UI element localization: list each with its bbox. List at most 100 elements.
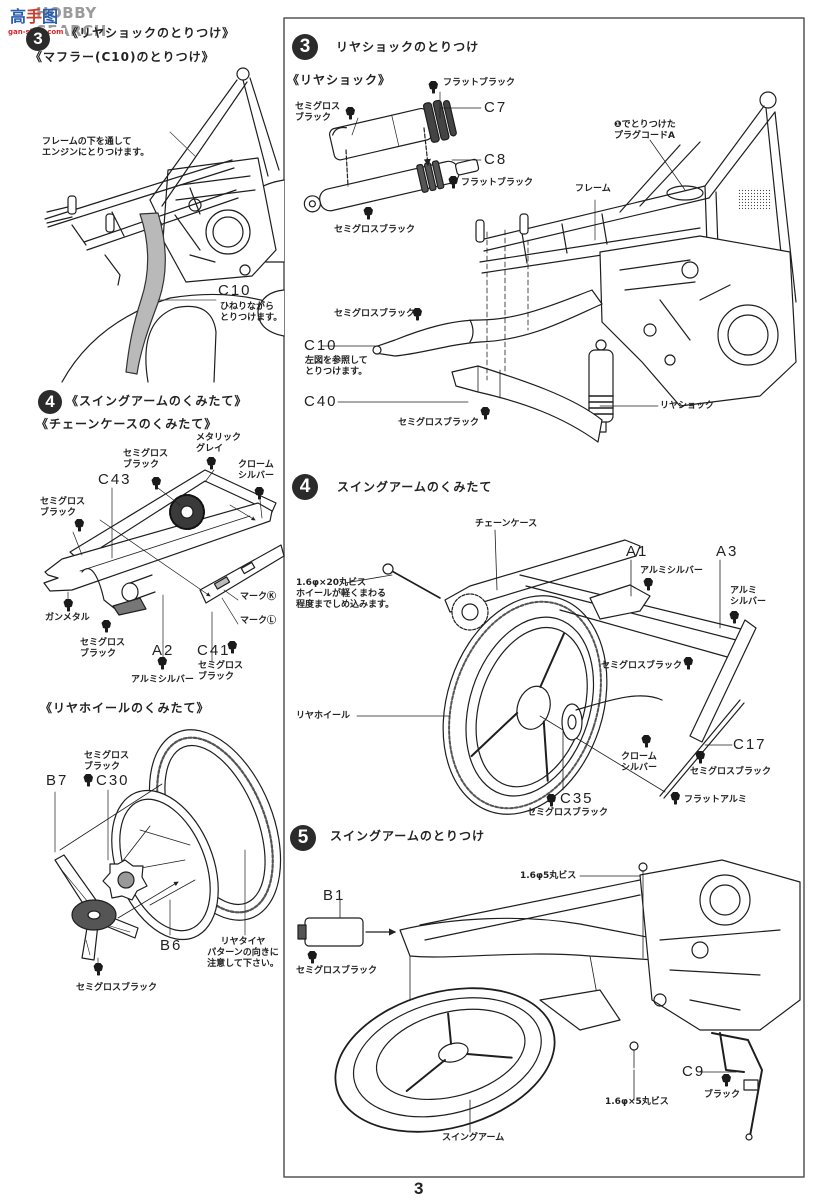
c10-reference-note: 左図を参照して とりつけます。 [305, 356, 368, 377]
paint-label-flat-aluminum: フラットアルミ [684, 795, 747, 805]
paint-label-a1: アルミシルバー [640, 566, 703, 576]
paint-label-c43: セミグロス ブラック [40, 497, 86, 518]
paint-label-metallic-grey: メタリック グレイ [196, 433, 242, 454]
tire-direction-note: リヤタイヤ パターンの向きに 注意して下さい。 [207, 937, 279, 969]
part-b1 [304, 917, 364, 947]
paint-label-gunmetal: ガンメタル [45, 613, 90, 623]
step-3-title: リヤショックのとりつけ [336, 40, 480, 54]
step-4-badge-left: 4 [38, 390, 62, 414]
paint-icon [345, 107, 355, 120]
stand-c9 [711, 1032, 763, 1137]
part-b6-label: B6 [160, 937, 183, 954]
plug-cord [666, 185, 704, 201]
part-b7-label: B7 [46, 772, 69, 789]
paint-label-a2: アルミシルバー [131, 675, 194, 685]
step-5-title: スイングアームのとりつけ [330, 829, 486, 843]
paint-label-c35: セミグロスブラック [527, 808, 609, 818]
paint-icon [683, 657, 693, 670]
rear-wheel-label: リヤホイール [296, 711, 351, 721]
paint-icon [428, 81, 438, 94]
muffler-subtitle: 《マフラー(C10)のとりつけ》 [30, 50, 215, 64]
step-4-title: スイングアームのくみたて [337, 480, 493, 494]
page-number: 3 [414, 1179, 424, 1198]
part-c10-label-right: C10 [304, 337, 338, 354]
step-3-badge: 3 [292, 34, 318, 60]
paint-icon [101, 620, 111, 633]
part-a3-label: A3 [716, 543, 739, 560]
mark-k-label: マークⓀ [240, 592, 277, 602]
paint-icon [74, 519, 84, 532]
chain-case-label: チェーンケース [475, 519, 538, 529]
part-a1 [589, 584, 651, 620]
step-3-badge-left: 3 [26, 27, 50, 51]
rear-wheel-subtitle: 《リヤホイールのくみたて》 [40, 701, 210, 715]
paint-icon [695, 751, 705, 764]
bottom-screw-label: 1.6φ×5丸ビス [605, 1097, 669, 1107]
part-c9-label: C9 [682, 1063, 706, 1080]
paint-icon [641, 735, 651, 748]
step-panel-border [283, 17, 805, 1178]
paint-icon [83, 774, 93, 787]
chain-guard-c40 [451, 365, 603, 443]
paint-label-c9: ブラック [704, 1090, 741, 1100]
paint-label-c8-body: セミグロスブラック [334, 225, 416, 235]
step-3-title-left: 《リヤショックのとりつけ》 [66, 26, 236, 40]
rear-shock-part [588, 349, 614, 423]
paint-label-chrome-silver-right: クローム シルバー [621, 752, 658, 773]
part-c7-label: C7 [484, 99, 508, 116]
muffler-part [374, 289, 603, 357]
paint-icon [307, 951, 317, 964]
frame-muffler-illustration-left [44, 67, 285, 383]
paint-icon [93, 963, 103, 976]
watermark-logo: 高手图 [10, 8, 58, 26]
rear-shock-label: リヤショック [660, 401, 715, 411]
part-b1-label: B1 [323, 887, 346, 904]
paint-icon [643, 578, 653, 591]
rear-shock-subtitle: 《リヤショック》 [287, 73, 392, 87]
paint-label-arm: セミグロスブラック [601, 661, 683, 671]
paint-label-a3: アルミ シルバー [730, 586, 767, 607]
part-c30-label: C30 [96, 772, 130, 789]
top-screw-label: 1.6φ5丸ビス [520, 871, 577, 881]
c10-twist-note: ひねりながら とりつけます。 [220, 302, 283, 323]
part-c35-label: C35 [560, 790, 594, 807]
watermark-logo-thumb-icon: 手 [26, 7, 43, 26]
axle-screw-note: 1.6φ×20丸ビス ホイールが軽くまわる 程度までしめ込みます。 [296, 578, 395, 610]
paint-icon [729, 611, 739, 624]
swing-arm-install-illustration [297, 859, 801, 1141]
frame-assembly-illustration [321, 91, 797, 443]
watermark-logo-right: 图 [42, 7, 59, 26]
watermark-logo-left: 高 [10, 7, 27, 26]
part-c40-label: C40 [304, 393, 338, 410]
chain-case-subtitle: 《チェーンケースのくみたて》 [36, 417, 218, 431]
step-4-badge: 4 [292, 474, 318, 500]
paint-icon [546, 794, 556, 807]
part-c41-label: C41 [197, 642, 231, 659]
paint-icon [206, 457, 216, 470]
step-5-badge: 5 [290, 825, 316, 851]
paint-label-c41: セミグロス ブラック [198, 661, 244, 682]
rod-c17 [659, 699, 745, 799]
part-a1-label: A1 [626, 543, 649, 560]
paint-icon [721, 1074, 731, 1087]
paint-label-c17: セミグロスブラック [690, 767, 772, 777]
paint-label-c30: セミグロス ブラック [84, 751, 130, 772]
paint-icon [363, 207, 373, 220]
part-c17-label: C17 [733, 736, 767, 753]
frame-label: フレーム [575, 184, 611, 194]
paint-icon [63, 599, 73, 612]
plug-cord-note: ❶でとりつけた プラグコードA [614, 120, 676, 141]
hub-c35 [561, 703, 583, 741]
part-c8-label: C8 [484, 151, 508, 168]
step-4-title-left: 《スイングアームのくみたて》 [66, 394, 248, 408]
chain-case-illustration [43, 469, 285, 666]
paint-label-bracket: セミグロス ブラック [80, 638, 126, 659]
part-a2-label: A2 [152, 642, 175, 659]
paint-icon [480, 407, 490, 420]
paint-label-b1: セミグロスブラック [296, 966, 378, 976]
swing-arm-label: スイングアーム [442, 1133, 505, 1143]
paint-icon [448, 176, 458, 189]
muffler-part [125, 212, 166, 375]
paint-label-chrome-silver: クローム シルバー [238, 460, 275, 481]
rear-wheel-parts-illustration [54, 729, 282, 966]
